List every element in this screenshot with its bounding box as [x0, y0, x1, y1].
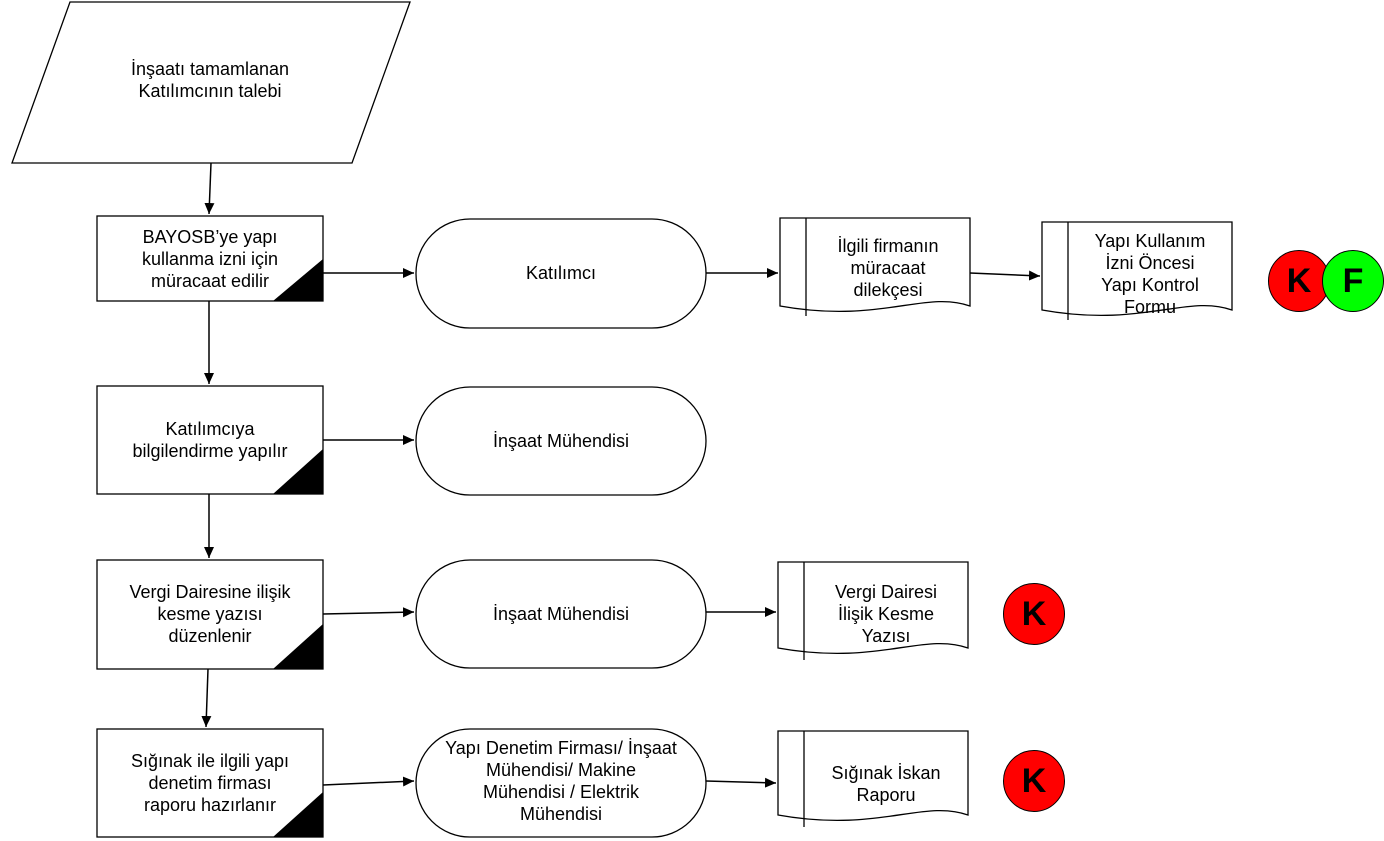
- process-step-1-label: BAYOSB’ye yapı kullanma izni için müraca…: [141, 227, 279, 291]
- connector-step3-to-actor3: [322, 607, 415, 618]
- badge-k-circle-1: K: [1268, 250, 1330, 312]
- badge-k-circle-3: K: [1003, 750, 1065, 812]
- process-box-3: [96, 559, 324, 670]
- actor-terminator-3: [415, 559, 707, 669]
- actor-terminator-2: [415, 386, 707, 496]
- process-step-3-label: Vergi Dairesine ilişik kesme yazısı düze…: [129, 582, 291, 646]
- badge-k-circle-2: K: [1003, 583, 1065, 645]
- process-box-1: [96, 215, 324, 302]
- actor-1-label: Katılımcı: [525, 263, 596, 283]
- start-parallelogram: [11, 1, 411, 164]
- connector-start-to-step1: [204, 162, 215, 215]
- document-shape-4: [777, 730, 969, 827]
- document-shape-1: [779, 217, 971, 316]
- connector-step3-to-step4: [201, 668, 212, 728]
- start-input-label: İnşaatı tamamlanan Katılımcının talebi: [130, 59, 290, 101]
- actor-3-label: İnşaat Mühendisi: [492, 604, 630, 624]
- connector-actor4-to-doc4: [705, 777, 777, 788]
- document-1-label: İlgili firmanın müracaat dilekçesi: [837, 236, 939, 300]
- document-shape-2: [1041, 221, 1233, 320]
- process-step-4-label: Sığınak ile ilgili yapı denetim firması …: [130, 751, 290, 815]
- connector-doc1-to-doc2: [969, 270, 1041, 281]
- badge-f-circle: F: [1322, 250, 1384, 312]
- connector-step4-to-actor4: [322, 776, 415, 787]
- document-2-label: Yapı Kullanım İzni Öncesi Yapı Kontrol F…: [1094, 231, 1206, 317]
- document-shape-3: [777, 561, 969, 660]
- process-box-2: [96, 385, 324, 495]
- document-4-label: Sığınak İskan Raporu: [831, 763, 941, 805]
- actor-4-label: Yapı Denetim Firması/ İnşaat Mühendisi/ …: [445, 738, 677, 824]
- document-3-label: Vergi Dairesi İlişik Kesme Yazısı: [834, 582, 938, 646]
- process-box-4: [96, 728, 324, 838]
- actor-2-label: İnşaat Mühendisi: [492, 431, 630, 451]
- actor-terminator-4: [415, 728, 707, 838]
- process-step-2-label: Katılımcıya bilgilendirme yapılır: [132, 419, 288, 461]
